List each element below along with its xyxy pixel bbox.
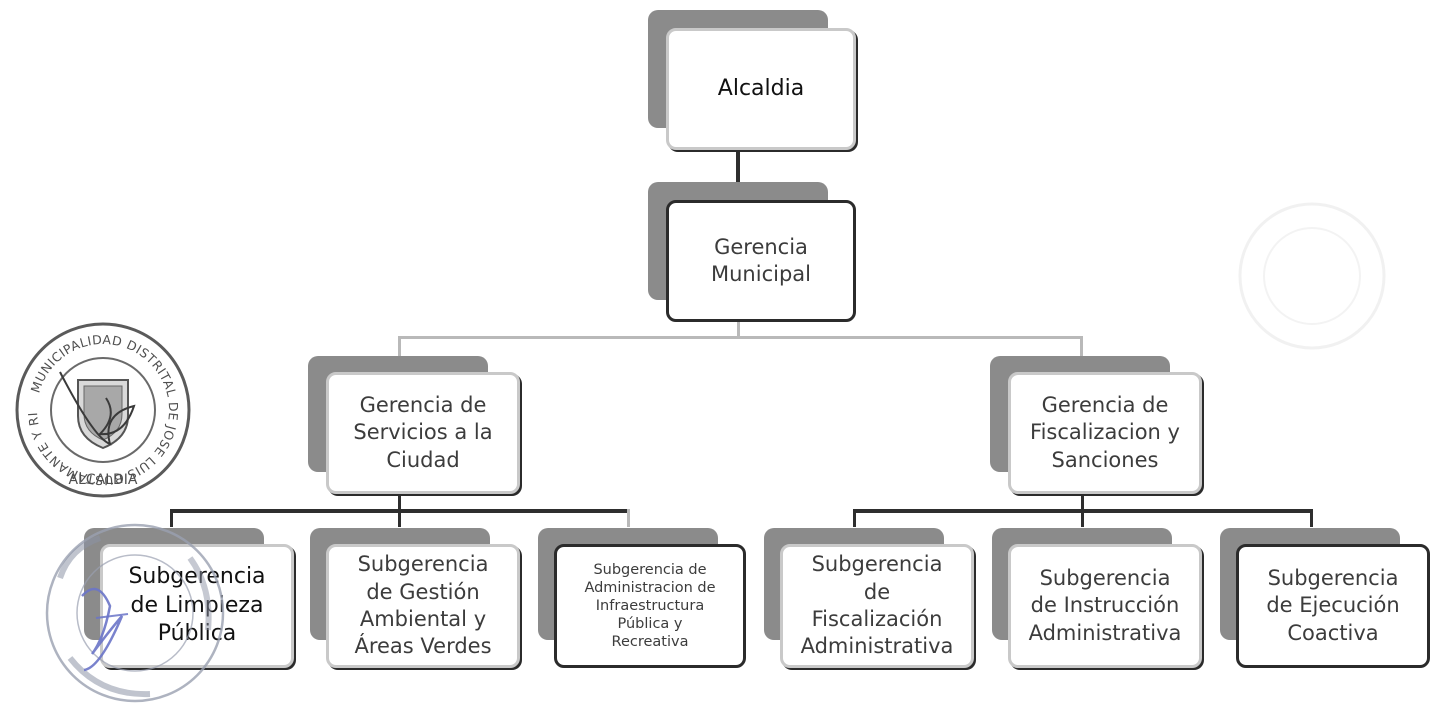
connector-fiscalizacion-down (1081, 493, 1084, 511)
connector-to-ejecucion (1310, 509, 1313, 527)
node-gerencia-fiscalizacion-label: Gerencia de Fiscalizacion y Sanciones (1030, 393, 1180, 472)
node-sub-instruccion: Subgerencia de Instrucción Administrativ… (992, 528, 1202, 668)
connector-alcaldia-gerencia (736, 148, 740, 182)
connector-to-fiscalizacion-adm (853, 509, 856, 527)
node-gerencia-municipal-label: Gerencia Municipal (711, 234, 811, 286)
node-sub-fiscalizacion-adm: Subgerencia de Fiscalización Administrat… (764, 528, 974, 668)
connector-to-instruccion (1081, 509, 1084, 527)
connector-to-fiscalizacion (1080, 336, 1083, 358)
node-gerencia-municipal: Gerencia Municipal (648, 182, 858, 324)
node-sub-infraestructura: Subgerencia de Administracion de Infraes… (538, 528, 748, 668)
connector-to-servicios (398, 336, 401, 358)
node-sub-ejecucion: Subgerencia de Ejecución Coactiva (1220, 528, 1430, 668)
connector-to-gestion (398, 509, 401, 527)
node-sub-gestion-ambiental: Subgerencia de Gestión Ambiental y Áreas… (310, 528, 520, 668)
node-gerencia-servicios: Gerencia de Servicios a la Ciudad (308, 356, 520, 496)
node-gerencia-fiscalizacion: Gerencia de Fiscalizacion y Sanciones (990, 356, 1202, 496)
gerencia-seal-stamp (40, 518, 230, 704)
alcaldia-seal-label: ALCALDIA (68, 472, 137, 488)
connector-gerencias-bar (398, 336, 1082, 339)
node-sub-gestion-ambiental-label: Subgerencia de Gestión Ambiental y Áreas… (354, 552, 492, 659)
connector-servicios-down (398, 493, 401, 511)
node-sub-instruccion-label: Subgerencia de Instrucción Administrativ… (1028, 566, 1182, 645)
faint-stamp-watermark (1232, 186, 1392, 366)
node-alcaldia: Alcaldia (648, 10, 858, 150)
node-sub-limpieza-label: Subgerencia de Limpieza Pública (128, 564, 266, 647)
node-sub-infraestructura-label: Subgerencia de Administracion de Infraes… (584, 561, 716, 651)
node-sub-fiscalizacion-adm-label: Subgerencia de Fiscalización Administrat… (800, 552, 954, 659)
node-alcaldia-label: Alcaldia (717, 75, 805, 101)
node-sub-ejecucion-label: Subgerencia de Ejecución Coactiva (1266, 566, 1400, 645)
connector-to-infraestructura (627, 509, 630, 527)
connector-to-limpieza (170, 509, 173, 527)
alcaldia-seal-stamp: MUNICIPALIDAD DISTRITAL DE JOSE LUIS BUS… (9, 306, 192, 502)
node-gerencia-servicios-label: Gerencia de Servicios a la Ciudad (353, 393, 493, 472)
connector-gerencia-down (737, 320, 740, 338)
